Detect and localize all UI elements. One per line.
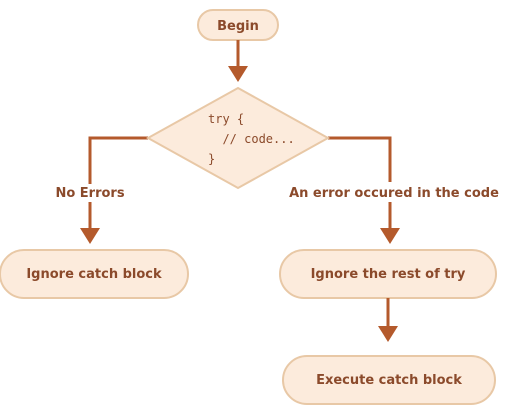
try-decision-shape [145, 86, 331, 190]
try-code-line-1: try { [208, 112, 244, 126]
error-occurred-label: An error occured in the code [289, 186, 499, 201]
edge-rest-to-catch-arrow [378, 326, 398, 342]
ignore-rest-node: Ignore the rest of try [279, 249, 497, 299]
edge-error-line-top [328, 136, 392, 182]
ignore-catch-node: Ignore catch block [0, 249, 189, 299]
edge-error-arrow [380, 228, 400, 244]
edge-no-errors-line-top [88, 136, 148, 184]
ignore-catch-shape [0, 249, 189, 299]
try-code-line-2: // code... [208, 132, 295, 146]
ignore-catch-label: Ignore catch block [26, 267, 162, 282]
no-errors-label: No Errors [55, 186, 124, 201]
edge-begin-to-try [228, 40, 248, 82]
edge-no-errors-arrow [80, 228, 100, 244]
edge-error-occurred: An error occured in the code [289, 136, 499, 244]
execute-catch-label: Execute catch block [316, 373, 462, 388]
edge-begin-to-try-arrow [228, 66, 248, 82]
ignore-rest-label: Ignore the rest of try [311, 267, 466, 282]
edge-no-errors: No Errors [55, 136, 148, 244]
try-decision-node: try { // code... } [145, 86, 331, 190]
try-code-line-3: } [208, 152, 215, 166]
execute-catch-node: Execute catch block [282, 355, 496, 405]
begin-node-label: Begin [217, 19, 259, 34]
begin-node: Begin [197, 9, 279, 41]
edge-rest-to-catch [378, 298, 398, 342]
execute-catch-shape [282, 355, 496, 405]
